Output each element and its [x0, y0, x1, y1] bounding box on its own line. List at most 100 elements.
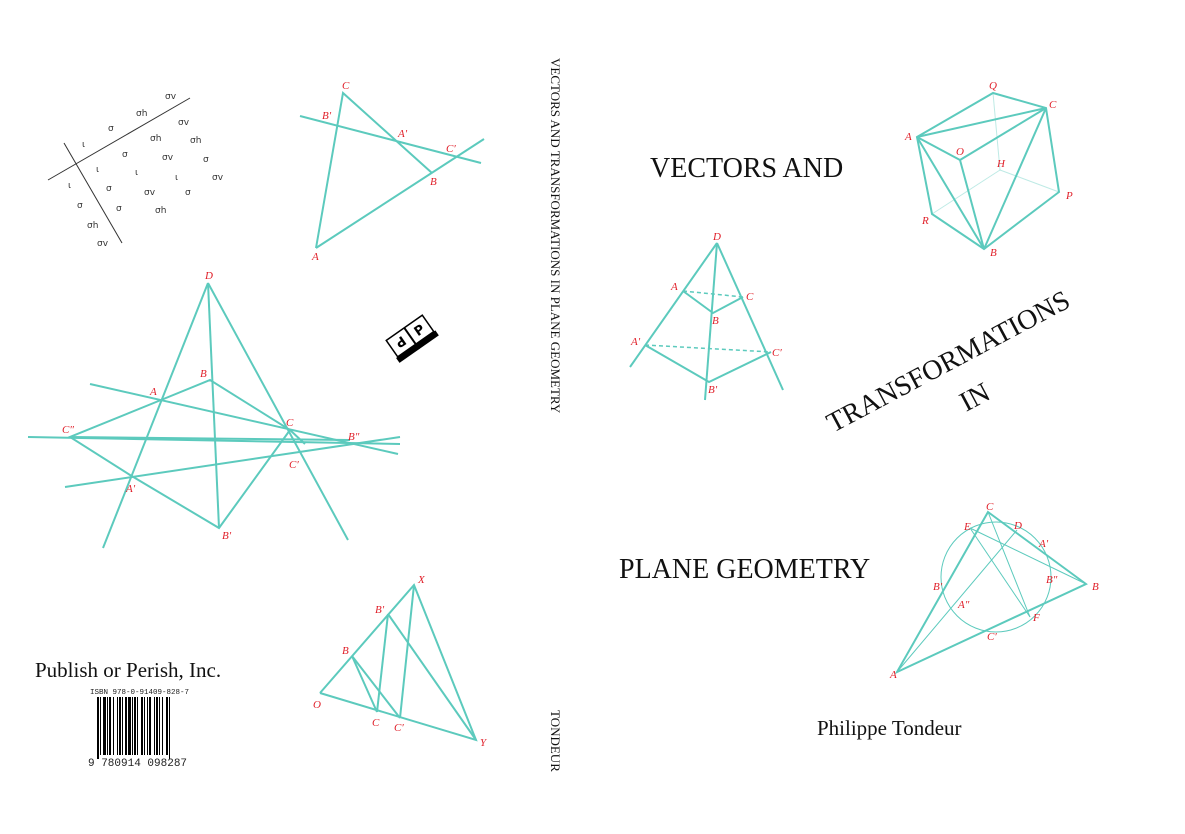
- table-cell: σh: [87, 221, 98, 231]
- point-label: B: [430, 176, 437, 188]
- point-label: A″: [957, 599, 970, 611]
- point-label: B: [990, 247, 997, 259]
- barcode-bar: [109, 697, 111, 755]
- barcode-bar: [144, 697, 145, 755]
- table-cell: σ: [77, 201, 83, 211]
- table-cell: σ: [108, 124, 114, 134]
- barcode-bar: [149, 697, 151, 755]
- point-label: P: [1065, 190, 1073, 202]
- barcode-bar: [159, 697, 160, 755]
- barcode-bar: [97, 697, 99, 759]
- table-cell: σv: [162, 153, 174, 163]
- publisher-name: Publish or Perish, Inc.: [35, 658, 221, 682]
- point-label: D: [1013, 520, 1022, 532]
- barcode-bar: [132, 697, 133, 755]
- table-cell: σv: [212, 173, 224, 183]
- barcode-bar: [113, 697, 114, 755]
- point-label: A: [149, 386, 157, 398]
- table-cell: ι: [68, 181, 71, 191]
- table-cell: σv: [144, 188, 156, 198]
- table-cell: ι: [175, 173, 178, 183]
- title-line-4: PLANE GEOMETRY: [619, 554, 870, 585]
- point-label: C: [286, 417, 294, 429]
- barcode-bar: [100, 697, 101, 755]
- barcode-bar: [156, 697, 158, 755]
- point-label: D: [204, 270, 213, 282]
- point-label: B″: [1046, 574, 1058, 586]
- point-label: A: [670, 281, 678, 293]
- diagram-triangle-top: C B′ A′ C′ B A: [299, 80, 485, 263]
- barcode-bar: [122, 697, 123, 755]
- author-name: Philippe Tondeur: [817, 716, 962, 740]
- point-label: B′: [375, 604, 385, 616]
- barcode-bar: [117, 697, 118, 755]
- barcode-bar: [137, 697, 138, 755]
- diagram-big: D B A C C″ B″ C′ A′ B′: [27, 270, 401, 549]
- table-cell: σh: [155, 206, 166, 216]
- barcode-bar: [107, 697, 108, 755]
- table-cell: σ: [122, 150, 128, 160]
- point-label: B: [342, 645, 349, 657]
- table-cell: σ: [185, 188, 191, 198]
- point-label: Q: [989, 80, 997, 92]
- point-label: C: [986, 501, 994, 513]
- point-label: C′: [987, 631, 997, 643]
- point-label: A′: [125, 483, 136, 495]
- table-cell: σv: [178, 118, 190, 128]
- barcode-bar: [103, 697, 106, 755]
- isbn: ISBN 978-0-91409-828-7: [90, 689, 189, 697]
- table-cell: σ: [203, 155, 209, 165]
- point-label: A: [904, 131, 912, 143]
- point-label: A: [889, 669, 897, 681]
- diagram-cube: Q C A O H P R B: [904, 80, 1073, 259]
- barcode: [97, 697, 170, 759]
- point-label: C′: [289, 459, 299, 471]
- point-label: C″: [62, 424, 74, 436]
- point-label: R: [921, 215, 929, 227]
- point-label: F: [1032, 612, 1040, 624]
- title-line-1: VECTORS AND: [650, 153, 843, 184]
- table-cell: σv: [97, 239, 109, 249]
- barcode-bar: [125, 697, 127, 755]
- barcode-bar: [162, 697, 163, 755]
- barcode-bar: [147, 697, 148, 755]
- spine-author: TONDEUR: [548, 710, 563, 772]
- barcode-bar: [128, 697, 131, 755]
- point-label: B′: [933, 581, 943, 593]
- diagram-bottom: X B′ B O C C′ Y: [313, 574, 488, 749]
- table-cell: ι: [135, 168, 138, 178]
- point-label: B′: [708, 384, 718, 396]
- point-label: C′: [446, 143, 456, 155]
- point-label: C′: [772, 347, 782, 359]
- point-label: B′: [322, 110, 332, 122]
- diagram-pyramid: D A C B A′ C′ B′: [629, 231, 784, 401]
- table-cell: σh: [136, 109, 147, 119]
- diagram-circle: C E D A′ B′ B″ A″ F C′ B A: [889, 501, 1099, 681]
- barcode-bar: [166, 697, 168, 755]
- point-label: B: [1092, 581, 1099, 593]
- point-label: C′: [394, 722, 404, 734]
- point-label: E: [963, 521, 971, 533]
- point-label: Y: [480, 737, 488, 749]
- point-label: B: [712, 315, 719, 327]
- point-label: O: [956, 146, 964, 158]
- table-cell: σ: [106, 184, 112, 194]
- title-line-3: IN: [955, 377, 996, 418]
- point-label: X: [417, 574, 426, 586]
- publisher-logo: P P: [385, 314, 439, 363]
- point-label: D: [712, 231, 721, 243]
- point-label: C: [342, 80, 350, 92]
- table-cell: σ: [116, 204, 122, 214]
- table-cell: σh: [190, 136, 201, 146]
- barcode-bar: [169, 697, 170, 759]
- symbol-table: ι σ σh σv σv σh σ ι σh σv σ ι ι σ σv σ ι…: [47, 92, 224, 249]
- table-cell: σv: [165, 92, 177, 102]
- table-cell: σh: [150, 134, 161, 144]
- point-label: A: [311, 251, 319, 263]
- point-label: A′: [1038, 538, 1049, 550]
- point-label: C: [372, 717, 380, 729]
- title-line-2: TRANSFORMATIONS: [822, 285, 1076, 439]
- point-label: C: [746, 291, 754, 303]
- spine-title: VECTORS AND TRANSFORMATIONS IN PLANE GEO…: [548, 58, 563, 414]
